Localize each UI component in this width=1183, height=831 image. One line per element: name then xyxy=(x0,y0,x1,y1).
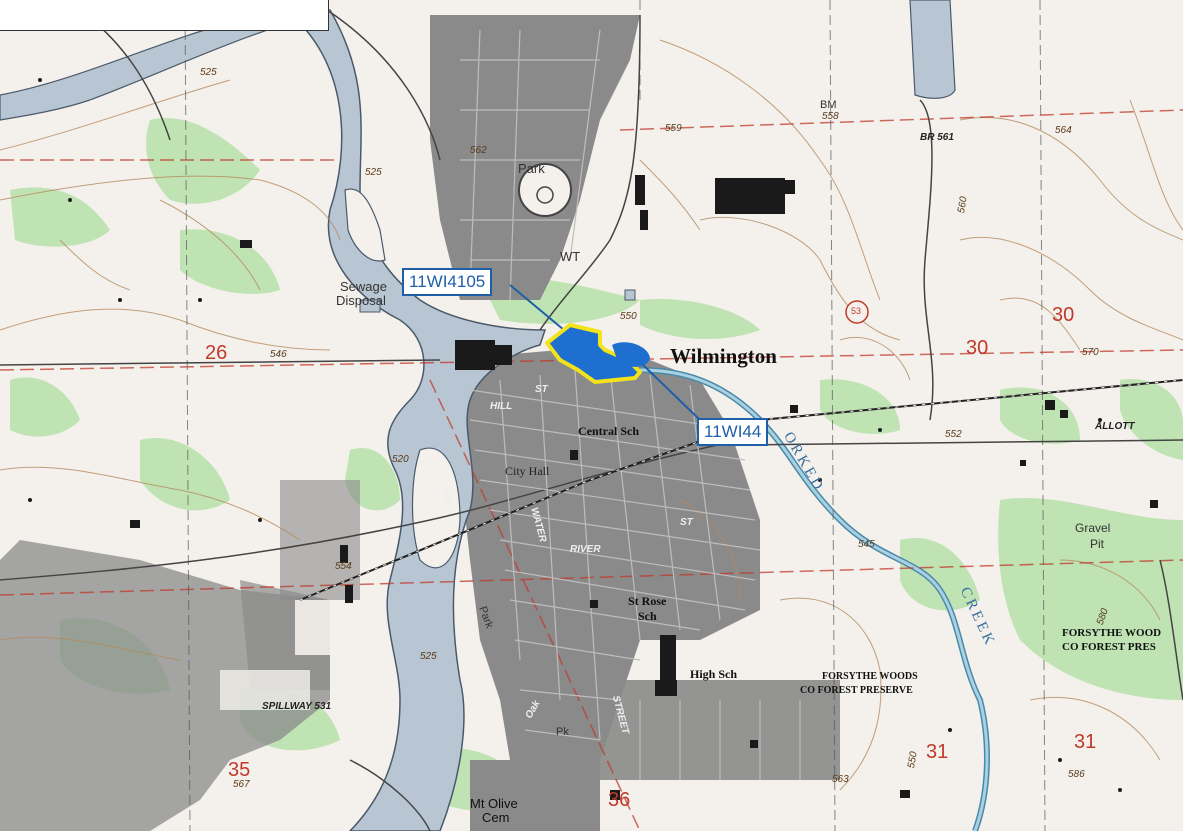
elev-525b: 525 xyxy=(365,167,382,178)
label-st-rose: St Rose xyxy=(628,594,667,608)
label-wt: WT xyxy=(560,249,581,264)
section-31b: 31 xyxy=(1074,731,1097,753)
label-co-forest-b: CO FOREST PRES xyxy=(1062,641,1156,653)
elev-525a: 525 xyxy=(200,67,217,78)
label-bm: BM xyxy=(820,99,837,111)
section-31a: 31 xyxy=(926,741,949,763)
street-river: RIVER xyxy=(570,544,601,555)
contour-lines xyxy=(0,39,1183,791)
section-26: 26 xyxy=(205,342,228,364)
elev-562: 562 xyxy=(470,145,487,156)
town-name: Wilmington xyxy=(670,344,777,368)
street-hill: HILL xyxy=(490,401,513,412)
elev-563: 563 xyxy=(832,774,849,785)
label-sch: Sch xyxy=(638,609,657,623)
street-br561: BR 561 xyxy=(920,132,954,143)
elev-570: 570 xyxy=(1082,347,1099,358)
section-30a: 30 xyxy=(1052,304,1075,326)
label-forsythe-woods-a: FORSYTHE WOODS xyxy=(822,671,918,682)
section-35: 35 xyxy=(228,759,251,781)
town-streets xyxy=(460,29,801,780)
label-city-hall: City Hall xyxy=(505,464,550,478)
street-st1: ST xyxy=(535,384,548,395)
callout-11WI44[interactable]: 11WI44 xyxy=(697,418,769,446)
elev-558: 558 xyxy=(822,111,839,122)
label-cem: Cem xyxy=(482,810,510,825)
elev-564: 564 xyxy=(1055,125,1072,136)
elev-567: 567 xyxy=(233,779,250,790)
elev-546: 546 xyxy=(270,349,287,360)
label-pk: Pk xyxy=(556,726,569,738)
elev-520: 520 xyxy=(392,454,409,465)
label-central-sch: Central Sch xyxy=(578,424,639,438)
buildings xyxy=(130,175,1158,800)
street-st2: ST xyxy=(680,517,693,528)
elev-552: 552 xyxy=(945,429,962,440)
callout-11WI4105[interactable]: 11WI4105 xyxy=(402,268,493,296)
elev-525c: 525 xyxy=(420,651,437,662)
roads xyxy=(0,9,1183,831)
label-co-forest-a: CO FOREST PRESERVE xyxy=(800,685,913,696)
elev-554: 554 xyxy=(335,561,352,572)
label-forsythe-woods-b: FORSYTHE WOOD xyxy=(1062,627,1162,639)
elev-550a: 550 xyxy=(620,311,637,322)
elev-586: 586 xyxy=(1068,769,1085,780)
label-allott: ALLOTT xyxy=(1095,421,1135,432)
street-spillway: SPILLWAY 531 xyxy=(262,701,332,712)
label-park-top: Park xyxy=(518,161,545,176)
label-sewage: Sewage xyxy=(340,279,387,294)
inset-box xyxy=(0,0,329,31)
label-high-sch: High Sch xyxy=(690,667,738,681)
label-mt-olive: Mt Olive xyxy=(470,796,518,811)
elev-559: 559 xyxy=(665,123,682,134)
route-shield: 53 xyxy=(851,306,862,316)
section-36: 36 xyxy=(608,789,631,811)
label-disposal: Disposal xyxy=(336,293,386,308)
site-water-11WI44 xyxy=(612,342,650,367)
label-pit: Pit xyxy=(1090,537,1105,551)
elev-545: 545 xyxy=(858,539,875,550)
section-30b: 30 xyxy=(966,337,989,359)
label-gravel: Gravel xyxy=(1075,521,1111,535)
